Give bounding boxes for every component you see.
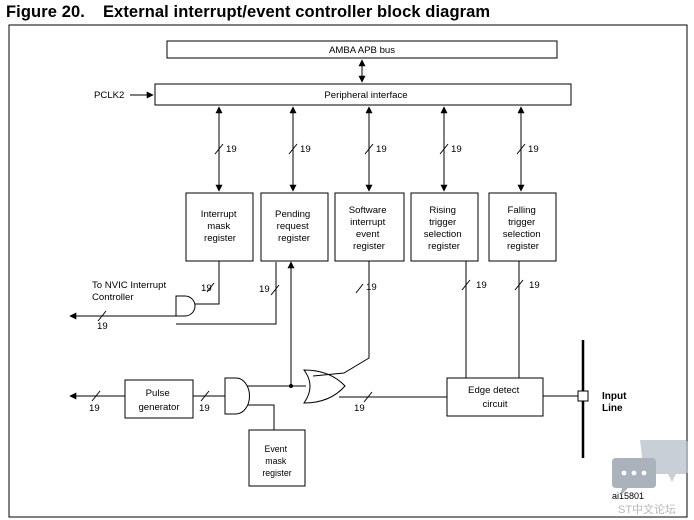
nvic-label: To NVIC Interrupt Controller — [92, 280, 169, 303]
bus-width-interrupt-mask: 19 — [226, 144, 237, 155]
bus-width-rising-out: 19 — [476, 280, 487, 291]
pulse-generator: Pulse generator — [124, 379, 194, 419]
svg-text:Rising trigger sel: Rising trigger selection register — [424, 205, 465, 252]
bus-width-falling-trigger: 19 — [528, 144, 539, 155]
pending-feedback-wire — [176, 262, 277, 325]
event-and-gate — [224, 377, 250, 415]
input-pin — [577, 390, 589, 402]
amba-apb-bus: AMBA APB bus — [166, 40, 558, 59]
svg-text:Event mask registe: Event mask register — [262, 444, 291, 478]
peripheral-interface: Peripheral interface — [154, 83, 572, 106]
event-mask-wire — [248, 404, 275, 430]
rising-trigger-selection-register: Rising trigger selection register — [410, 192, 479, 262]
figure-number: Figure 20. — [6, 3, 85, 21]
forum-watermark: ST中文论坛 — [612, 440, 688, 516]
figure-title: Figure 20. External interrupt/event contr… — [6, 3, 490, 22]
edge-detect-circuit: Edge detect circuit — [446, 377, 544, 417]
register-bus-links: 19 19 19 19 19 — [214, 106, 539, 192]
bus-width-software-interrupt: 19 — [376, 144, 387, 155]
pclk2-label: PCLK2 — [94, 90, 124, 101]
peripheral-interface-label: Peripheral interface — [324, 90, 407, 101]
watermark-text: ST中文论坛 — [618, 502, 676, 516]
bus-width-nvic: 19 — [97, 321, 108, 332]
svg-text:Falling trigger se: Falling trigger selection register — [503, 205, 544, 252]
interrupt-and-gate — [175, 295, 196, 317]
falling-trigger-selection-register: Falling trigger selection register — [488, 192, 557, 262]
pending-request-register: Pending request register — [260, 192, 329, 262]
svg-text:Interrupt mask reg: Interrupt mask register — [201, 209, 239, 244]
svg-text:Pending request re: Pending request register — [275, 209, 313, 244]
figure-id: ai15801 — [612, 491, 644, 501]
input-line-label: Input Line — [602, 391, 629, 414]
bus-width-software-out: 19 — [366, 282, 377, 293]
event-mask-register: Event mask register — [248, 429, 306, 487]
bus-width-event-and-out: 19 — [199, 403, 210, 414]
svg-text:Software interrupt: Software interrupt event register — [349, 205, 390, 252]
diagram-frame — [8, 24, 688, 518]
bus-width-falling-out: 19 — [529, 280, 540, 291]
event-or-gate — [303, 369, 346, 404]
bus-width-pending-request: 19 — [300, 144, 311, 155]
software-to-or-wire — [312, 261, 370, 377]
bus-width-edge-out: 19 — [354, 403, 365, 414]
svg-text:Pulse generator: Pulse generator — [138, 388, 180, 413]
bus-width-pending-in: 19 — [259, 284, 270, 295]
bus-width-mask-out: 19 — [201, 283, 212, 294]
bus-width-rising-trigger: 19 — [451, 144, 462, 155]
figure-caption: External interrupt/event controller bloc… — [102, 3, 491, 21]
interrupt-mask-register: Interrupt mask register — [185, 192, 254, 262]
interrupt-path: 19 19 19 To NVIC Interrupt Controller — [69, 261, 280, 332]
amba-apb-bus-label: AMBA APB bus — [329, 45, 395, 56]
bus-width-event-out: 19 — [89, 403, 100, 414]
svg-text:Edge detect circuit: Edge detect circuit — [468, 385, 522, 410]
software-interrupt-event-register: Software interrupt event register — [334, 192, 405, 262]
